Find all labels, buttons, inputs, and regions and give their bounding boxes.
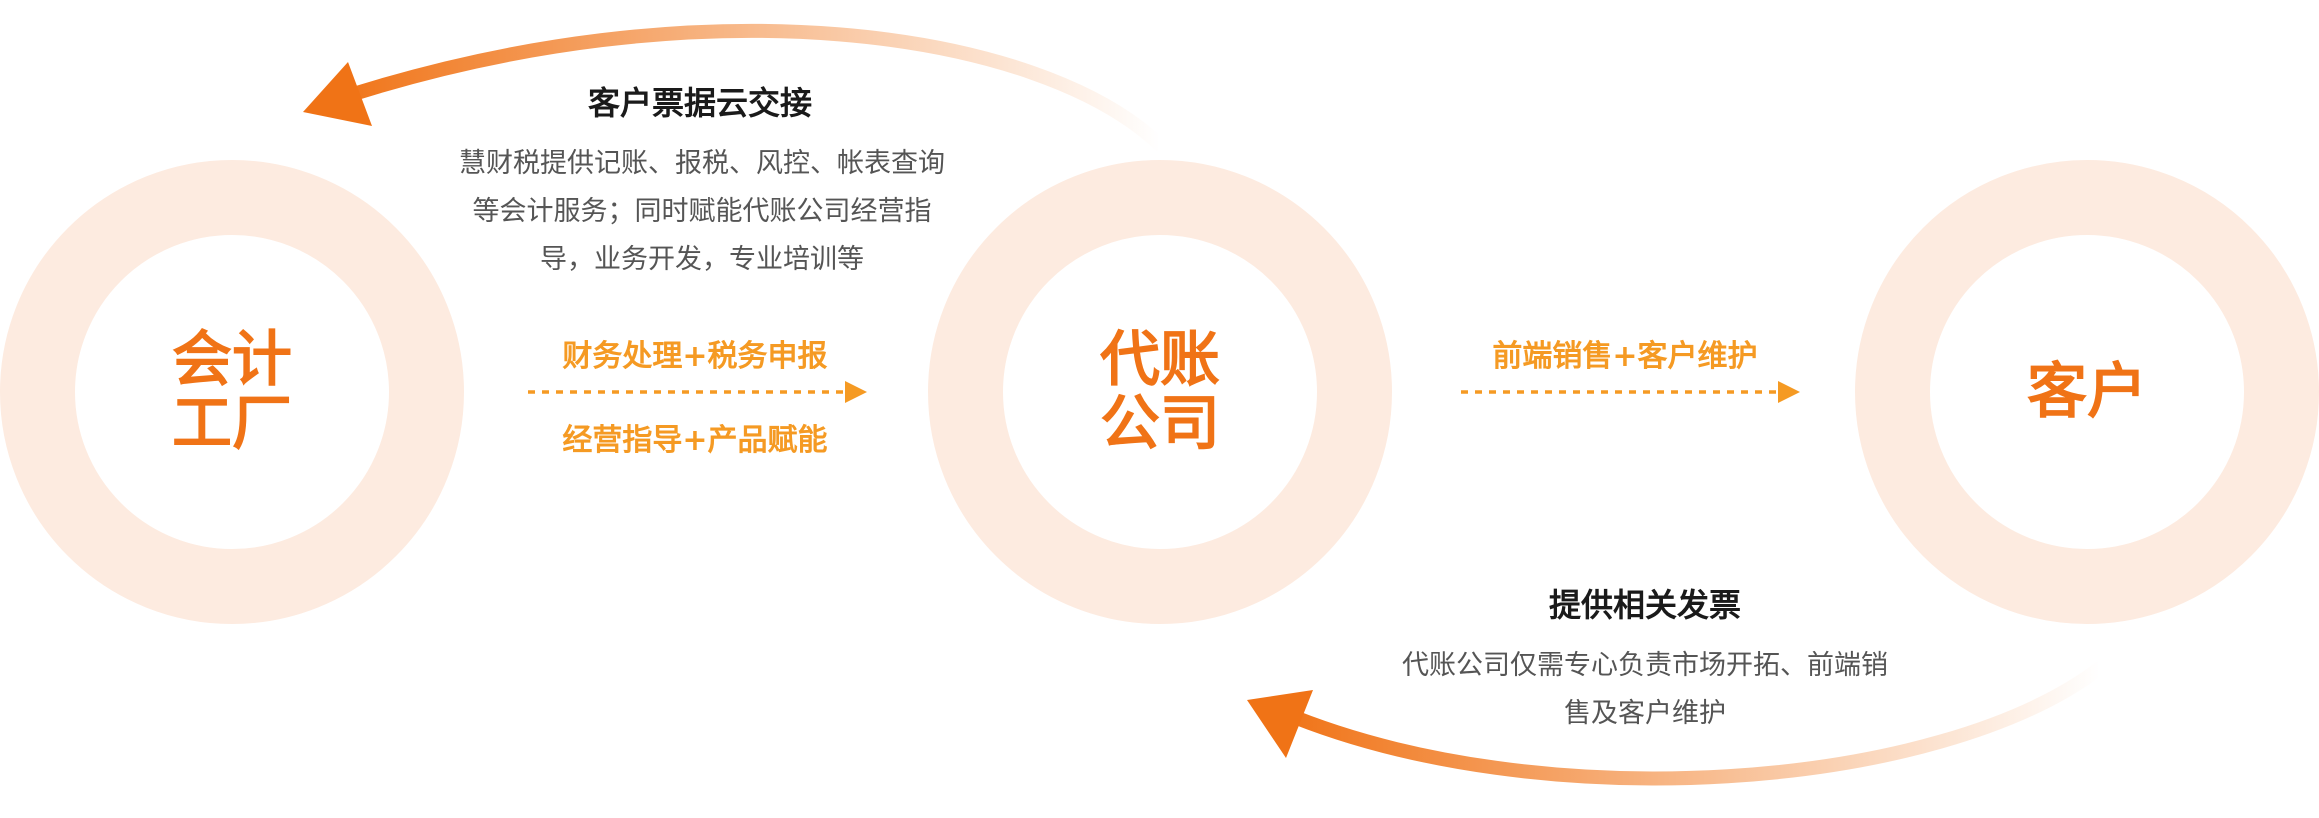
bottom-section-title: 提供相关发票 (1548, 586, 1741, 624)
top-curved-arrow (303, 23, 1167, 152)
flow-label-guidance-empowerment: 经营指导+产品赋能 (562, 423, 828, 458)
flow-label-finance-tax: 财务处理+税务申报 (562, 339, 828, 374)
flow-label-sales-maintenance: 前端销售+客户维护 (1492, 339, 1758, 374)
node-agency: 代账公司 (928, 160, 1392, 624)
top-section-description: 慧财税提供记账、报税、风控、帐表查询等会计服务；同时赋能代账公司经营指导，业务开… (459, 148, 945, 275)
bottom-section-description: 代账公司仅需专心负责市场开拓、前端销售及客户维护 (1402, 650, 1888, 729)
dashed-arrow-right (1461, 381, 1800, 403)
bottom-curved-arrow (1247, 661, 2107, 786)
node-label: 客户 (2027, 357, 2147, 427)
node-customer: 客户 (1855, 160, 2319, 624)
node-label: 代账公司 (1100, 325, 1220, 459)
node-accounting-factory: 会计工厂 (0, 160, 464, 624)
top-section-title: 客户票据云交接 (587, 84, 812, 122)
node-label: 会计工厂 (172, 325, 292, 459)
dashed-arrow-left (528, 381, 867, 403)
